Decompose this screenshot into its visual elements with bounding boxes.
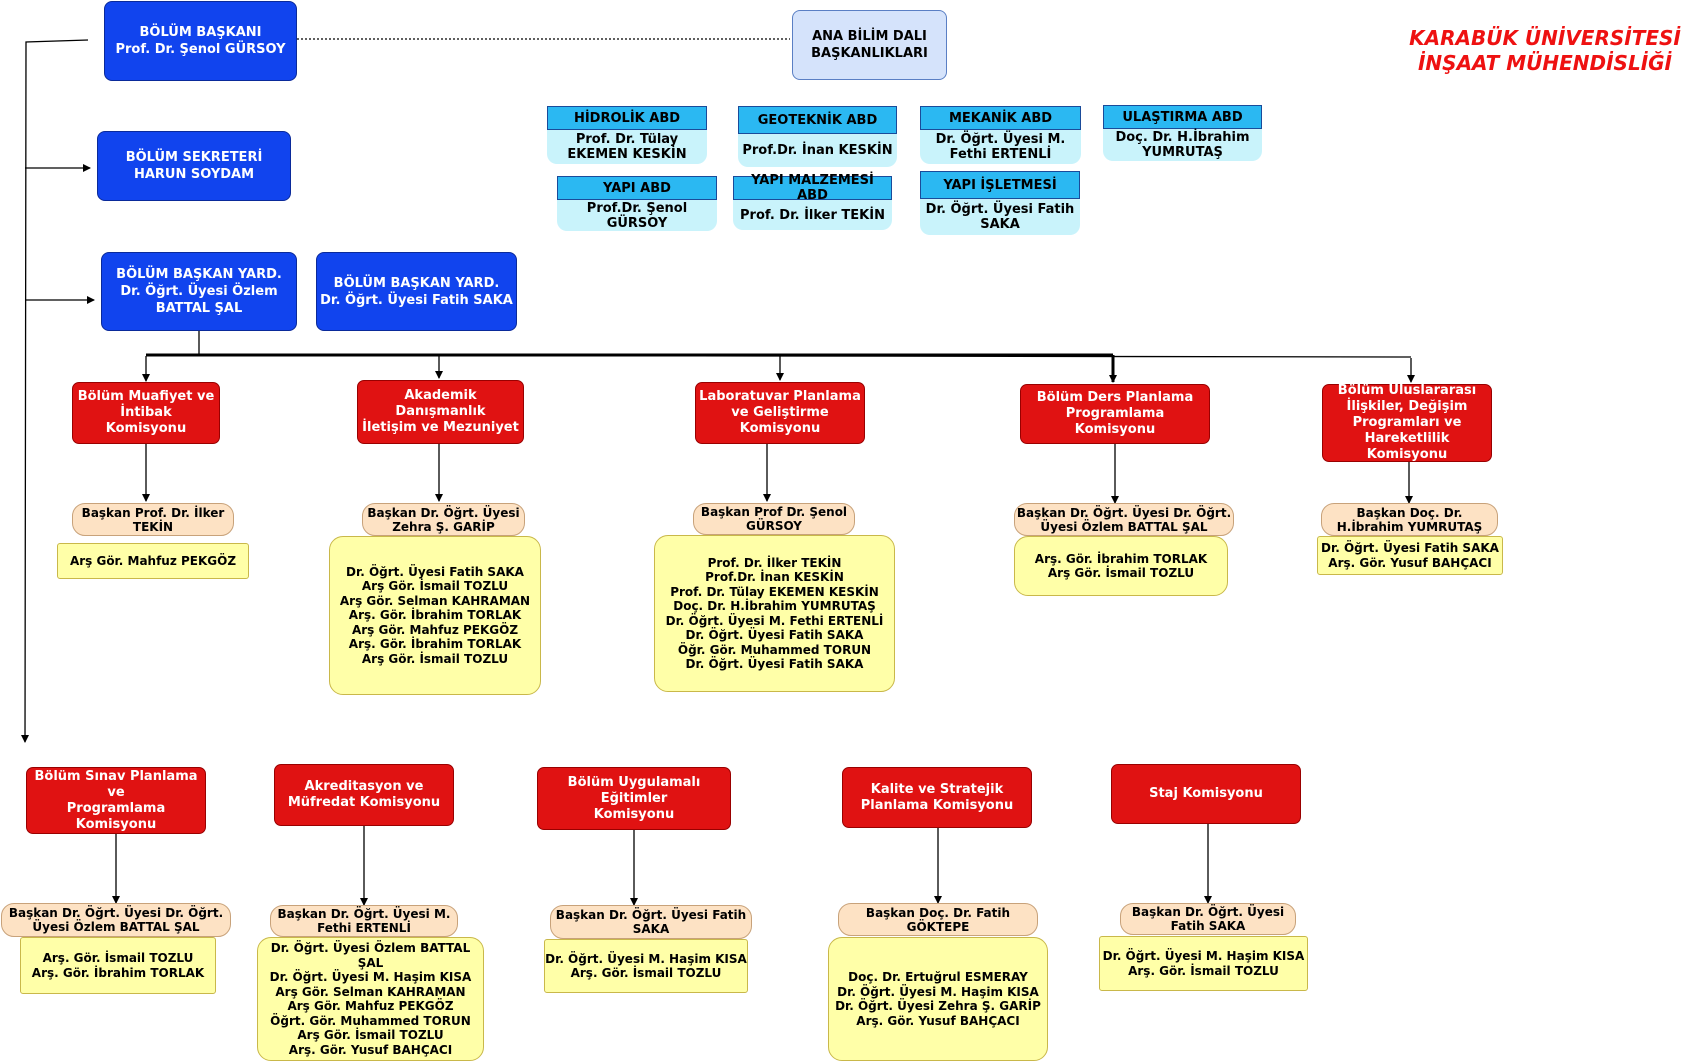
commission-title: Staj Komisyonu [1111,764,1301,824]
commission-title: Bölüm Muafiyet ve İntibak Komisyonu [72,382,220,444]
commission-chair: Başkan Dr. Öğrt. Üyesi Fatih SAKA [550,905,752,939]
commission-title: Bölüm Ders Planlama Programlama Komisyon… [1020,384,1210,444]
member: Doç. Dr. H.İbrahim YUMRUTAŞ [673,599,876,613]
commission-members: Doç. Dr. Ertuğrul ESMERAY Dr. Öğrt. Üyes… [828,937,1048,1061]
member: Dr. Öğrt. Üyesi Fatih SAKA [685,657,864,671]
member: Arş Gör. Mahfuz PEKGÖZ [351,622,519,637]
commission-title: Laboratuvar Planlama ve Geliştirme Komis… [695,382,865,444]
deputy-head-2-box: BÖLÜM BAŞKAN YARD. Dr. Öğrt. Üyesi Fatih… [316,252,517,331]
dept-name: HİDROLİK ABD [547,106,707,130]
member: Dr. Öğrt. Üyesi Özlem BATTAL ŞAL [270,941,471,970]
university-title: KARABÜK ÜNİVERSİTESİ İNŞAAT MÜHENDİSLİĞİ [1400,26,1690,76]
member: Dr. Öğrt. Üyesi Fatih SAKA [685,628,864,642]
commission-title: Akademik Danışmanlık İletişim ve Mezuniy… [357,380,524,444]
dept-name: MEKANİK ABD [920,106,1081,130]
commission-chair: Başkan Dr. Öğrt. Üyesi Dr. Öğrt. Üyesi Ö… [1014,503,1234,536]
member: Arş Gör. İsmail TOZLU [361,651,509,666]
member: Dr. Öğrt. Üyesi M. Fethi ERTENLİ [665,613,884,628]
commission-members: Prof. Dr. İlker TEKİN Prof.Dr. İnan KESK… [654,535,895,692]
dept-head: Prof. Dr. Tülay EKEMEN KESKİN [547,130,707,164]
dept-head: Prof.Dr. İnan KESKİN [738,134,897,167]
member: Arş Gör. İsmail TOZLU [297,1028,444,1042]
commission-title: Bölüm Sınav Planlama ve Programlama Komi… [26,767,206,834]
member: Dr. Öğrt. Üyesi M. Haşim KISA [545,951,747,966]
member: Arş. Gör. İsmail TOZLU [1128,963,1279,978]
commission-members: Arş. Gör. İbrahim TORLAK Arş Gör. İsmail… [1014,536,1228,596]
abd-heads-box: ANA BİLİM DALI BAŞKANLIKLARI [792,10,947,80]
commission-title: Bölüm Uluslararası İlişkiler, Değişim Pr… [1322,383,1492,462]
commission-chair: Başkan Prof. Dr. İlker TEKİN [72,503,234,536]
member: Arş. Gör. Yusuf BAHÇACI [1328,555,1492,570]
dept-name: GEOTEKNİK ABD [738,106,897,134]
dept-head: Dr. Öğrt. Üyesi Fatih SAKA [920,199,1080,235]
department-head-box: BÖLÜM BAŞKANI Prof. Dr. Şenol GÜRSOY [104,1,297,81]
member: Dr. Öğrt. Üyesi M. Haşim KISA [1102,949,1305,963]
faculty-name: İNŞAAT MÜHENDİSLİĞİ [1417,51,1672,75]
member: Arş. Gör. İsmail TOZLU [570,966,722,980]
member: Arş. Gör. İbrahim TORLAK [348,608,522,623]
member: Arş. Gör. İbrahim TORLAK [348,637,522,652]
commission-title: Kalite ve Stratejik Planlama Komisyonu [842,767,1032,828]
commission-title: Akreditasyon ve Müfredat Komisyonu [274,764,454,826]
dept-name: ULAŞTIRMA ABD [1103,105,1262,129]
dept-name: YAPI İŞLETMESİ [920,171,1080,199]
department-secretary-box: BÖLÜM SEKRETERİ HARUN SOYDAM [97,131,291,201]
commission-members: Dr. Öğrt. Üyesi M. Haşim KISA Arş. Gör. … [544,939,748,993]
commission-members: Dr. Öğrt. Üyesi M. Haşim KISA Arş. Gör. … [1099,936,1308,991]
member: Arş Gör. Mahfuz PEKGÖZ [287,999,454,1013]
member: Arş Gör. Selman KAHRAMAN [339,593,531,608]
commission-chair: Başkan Dr. Öğrt. Üyesi Fatih SAKA [1120,903,1296,935]
member: Arş. Gör. Yusuf BAHÇACI [288,1042,453,1057]
commission-chair: Başkan Dr. Öğrt. Üyesi Dr. Öğrt. Üyesi Ö… [1,903,231,937]
member: Öğrt. Gör. Muhammed TORUN [270,1013,471,1028]
commission-chair: Başkan Dr. Öğrt. Üyesi M. Fethi ERTENLİ [270,905,458,937]
dept-head: Dr. Öğrt. Üyesi M. Fethi ERTENLİ [920,130,1081,164]
dept-name: YAPI ABD [557,176,717,200]
member: Dr. Öğrt. Üyesi Fatih SAKA [346,564,524,579]
member: Arş Gör. İsmail TOZLU [1047,566,1195,580]
member: Arş Gör. Selman KAHRAMAN [275,984,466,999]
member: Prof. Dr. İlker TEKİN [707,555,842,570]
member: Arş. Gör. Yusuf BAHÇACI [856,1013,1020,1028]
member: Öğr. Gör. Muhammed TORUN [677,642,872,657]
member: Arş Gör. İsmail TOZLU [361,579,509,594]
member: Arş Gör. Mahfuz PEKGÖZ [69,553,237,568]
university-name: KARABÜK ÜNİVERSİTESİ [1409,26,1681,50]
commission-members: Arş Gör. Mahfuz PEKGÖZ [57,543,249,579]
dept-head: Prof. Dr. İlker TEKİN [733,200,892,230]
member: Prof.Dr. İnan KESKİN [705,570,844,584]
commission-members: Dr. Öğrt. Üyesi Özlem BATTAL ŞAL Dr. Öğr… [257,937,484,1061]
member: Arş. Gör. İbrahim TORLAK [31,965,205,980]
member: Dr. Öğrt. Üyesi M. Haşim KISA [269,970,472,984]
dept-name: YAPI MALZEMESİ ABD [733,173,892,203]
member: Arş. Gör. İsmail TOZLU [42,951,194,965]
deputy-head-1-box: BÖLÜM BAŞKAN YARD. Dr. Öğrt. Üyesi Özlem… [101,252,297,331]
dept-head: Prof.Dr. Şenol GÜRSOY [557,200,717,231]
dept-head: Doç. Dr. H.İbrahim YUMRUTAŞ [1103,129,1262,161]
commission-members: Dr. Öğrt. Üyesi Fatih SAKA Arş Gör. İsma… [329,536,541,695]
commission-title: Bölüm Uygulamalı Eğitimler Komisyonu [537,767,731,830]
commission-chair: Başkan Doç. Dr. Fatih GÖKTEPE [838,903,1038,936]
member: Dr. Öğrt. Üyesi M. Haşim KISA [837,984,1039,999]
member: Arş. Gör. İbrahim TORLAK [1034,551,1208,566]
commission-chair: Başkan Dr. Öğrt. Üyesi Zehra Ş. GARİP [362,503,525,536]
commission-chair: Başkan Doç. Dr. H.İbrahim YUMRUTAŞ [1321,503,1498,536]
member: Dr. Öğrt. Üyesi Zehra Ş. GARİP [835,999,1041,1013]
commission-chair: Başkan Prof Dr. Şenol GÜRSOY [693,503,855,535]
member: Dr. Öğrt. Üyesi Fatih SAKA [1321,541,1499,555]
member: Doç. Dr. Ertuğrul ESMERAY [848,970,1028,984]
commission-members: Dr. Öğrt. Üyesi Fatih SAKA Arş. Gör. Yus… [1317,536,1503,575]
member: Prof. Dr. Tülay EKEMEN KESKİN [670,584,879,599]
commission-members: Arş. Gör. İsmail TOZLU Arş. Gör. İbrahim… [20,937,216,994]
